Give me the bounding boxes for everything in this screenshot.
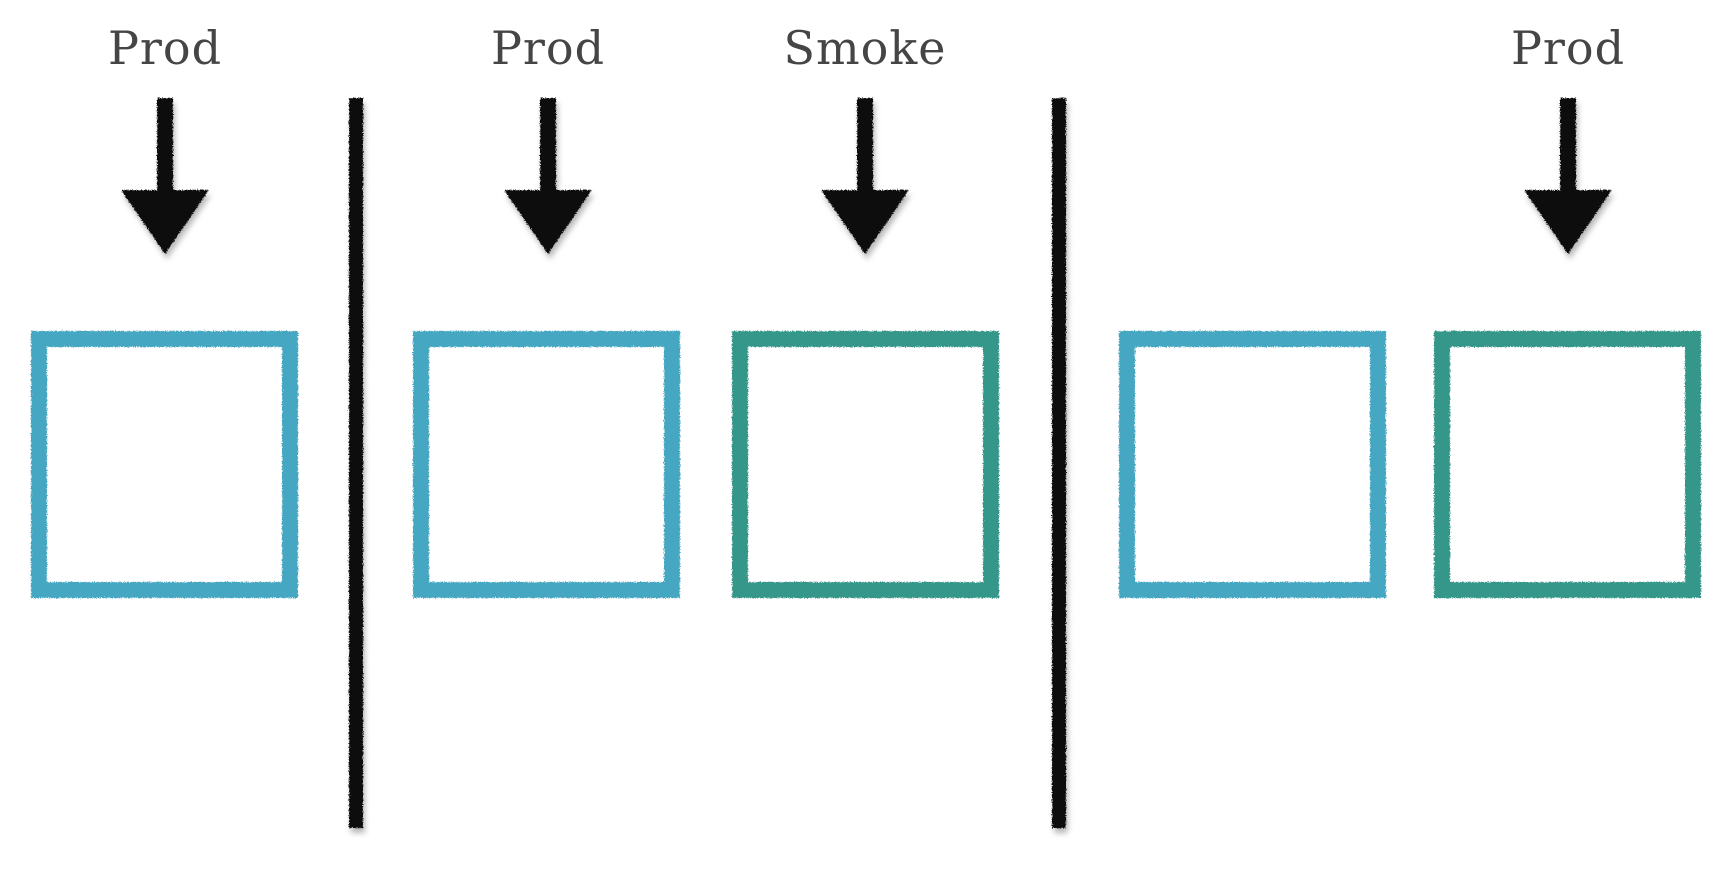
box-4 [1119,331,1386,598]
label-prod-2: Prod [491,21,605,75]
label-prod-3: Prod [1511,21,1625,75]
divider-line-2 [1052,98,1066,828]
divider-line-1 [349,98,363,828]
box-1 [31,331,298,598]
box-3 [732,331,999,598]
down-arrow-icon [504,98,592,254]
label-prod-1: Prod [108,21,222,75]
down-arrow-icon [121,98,209,254]
box-5 [1434,331,1701,598]
down-arrow-icon [1524,98,1612,254]
label-smoke: Smoke [784,21,947,75]
down-arrow-icon [821,98,909,254]
box-2 [413,331,680,598]
